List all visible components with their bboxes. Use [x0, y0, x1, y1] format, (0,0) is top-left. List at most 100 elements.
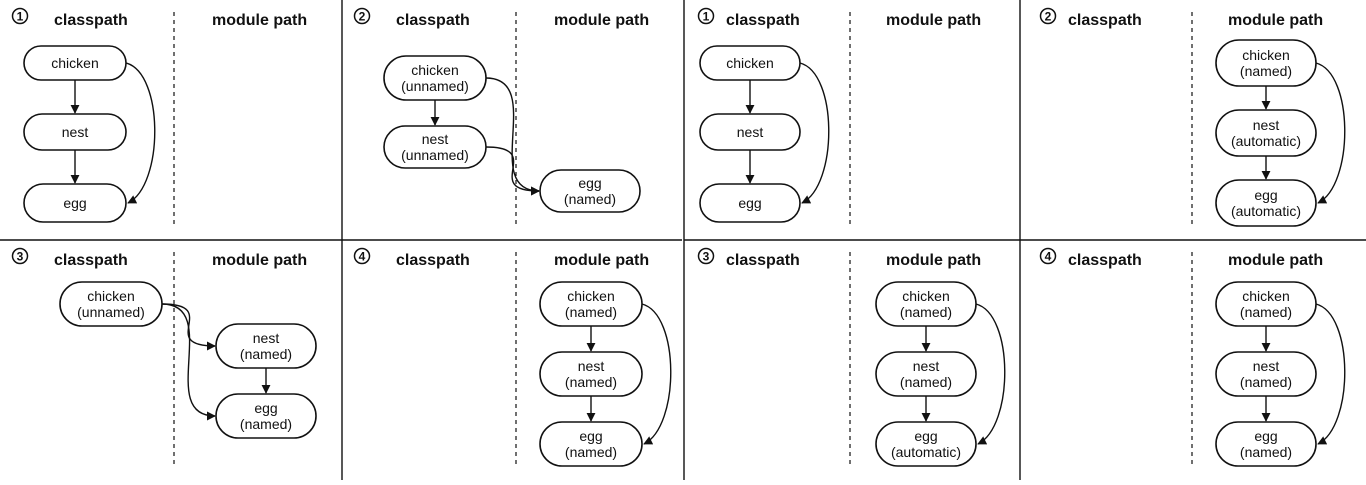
node-nest-box: [539, 351, 643, 397]
step-badge-circle: [11, 247, 29, 265]
node-nest-name: nest: [253, 330, 280, 346]
step-badge-label: 2: [1045, 10, 1052, 24]
node-egg: egg(automatic): [875, 421, 977, 467]
node-egg-name: egg: [578, 175, 601, 191]
node-nest-name: nest: [578, 358, 605, 374]
node-nest: nest(named): [1215, 351, 1317, 397]
node-chicken-kind: (named): [900, 304, 952, 320]
lane-header-classpath: classpath: [1068, 252, 1142, 269]
node-nest-kind: (unnamed): [401, 147, 469, 163]
node-chicken-name: chicken: [411, 62, 458, 78]
lane-header-classpath: classpath: [54, 252, 128, 269]
step-badge: 4: [1039, 247, 1057, 265]
node-chicken-box: [539, 281, 643, 327]
node-nest-box: [215, 323, 317, 369]
node-chicken-kind: (named): [1240, 304, 1292, 320]
lane-header-classpath: classpath: [54, 12, 128, 29]
node-nest-box: [23, 113, 127, 151]
step-badge-circle: [697, 247, 715, 265]
node-egg-box: [1215, 179, 1317, 227]
node-chicken-kind: (named): [565, 304, 617, 320]
edge-chicken-to-egg: [975, 303, 1006, 445]
node-chicken-box: [1215, 281, 1317, 327]
step-badge: 4: [353, 247, 371, 265]
node-egg-kind: (named): [240, 416, 292, 432]
node-chicken: chicken: [699, 45, 801, 81]
node-nest-box: [699, 113, 801, 151]
node-chicken-name: chicken: [87, 288, 134, 304]
edge-nest-to-egg: [485, 146, 540, 196]
node-chicken-name: chicken: [726, 55, 773, 71]
node-chicken-kind: (unnamed): [77, 304, 145, 320]
step-badge-circle: [697, 7, 715, 25]
node-chicken-box: [383, 55, 487, 101]
node-nest-box: [1215, 351, 1317, 397]
node-chicken-name: chicken: [902, 288, 949, 304]
node-nest: nest(automatic): [1215, 109, 1317, 157]
step-badge-label: 1: [703, 10, 710, 24]
node-nest-name: nest: [1253, 358, 1280, 374]
node-nest-box: [383, 125, 487, 169]
node-chicken: chicken(unnamed): [59, 281, 163, 327]
node-chicken-name: chicken: [1242, 47, 1289, 63]
node-egg-name: egg: [63, 195, 86, 211]
node-chicken-name: chicken: [51, 55, 98, 71]
edge-chicken-to-nest: [161, 303, 216, 351]
node-chicken: chicken(named): [1215, 281, 1317, 327]
panels-layer: 1 classpath module path chicken nest egg 2 clas…: [11, 7, 1346, 468]
node-chicken-name: chicken: [567, 288, 614, 304]
node-egg-kind: (automatic): [1231, 203, 1301, 219]
node-egg-box: [699, 183, 801, 223]
lane-header-module-path: module path: [886, 252, 981, 269]
node-egg-box: [539, 169, 641, 213]
node-chicken-box: [59, 281, 163, 327]
node-nest: nest: [699, 113, 801, 151]
step-badge: 1: [697, 7, 715, 25]
node-nest: nest: [23, 113, 127, 151]
lane-header-classpath: classpath: [1068, 12, 1142, 29]
node-chicken: chicken(unnamed): [383, 55, 487, 101]
edge-chicken-to-egg: [125, 62, 156, 204]
node-egg-name: egg: [914, 428, 937, 444]
node-nest: nest(named): [539, 351, 643, 397]
step-badge-label: 3: [703, 250, 710, 264]
lane-header-module-path: module path: [212, 12, 307, 29]
node-egg-box: [215, 393, 317, 439]
node-egg: egg(automatic): [1215, 179, 1317, 227]
lane-header-classpath: classpath: [726, 12, 800, 29]
edge-chicken-to-egg: [799, 62, 830, 204]
node-nest-name: nest: [1253, 117, 1280, 133]
node-nest-kind: (named): [240, 346, 292, 362]
node-chicken-box: [699, 45, 801, 81]
node-chicken-box: [875, 281, 977, 327]
node-nest: nest(named): [215, 323, 317, 369]
lane-header-module-path: module path: [212, 252, 307, 269]
step-badge: 2: [353, 7, 371, 25]
step-badge-circle: [353, 247, 371, 265]
step-badge-label: 4: [1045, 250, 1052, 264]
node-egg: egg(named): [539, 169, 641, 213]
node-egg-kind: (named): [564, 191, 616, 207]
node-egg-kind: (named): [565, 444, 617, 460]
node-nest-kind: (automatic): [1231, 133, 1301, 149]
node-chicken-box: [1215, 39, 1317, 87]
node-nest-kind: (named): [900, 374, 952, 390]
node-nest: nest(unnamed): [383, 125, 487, 169]
step-badge-label: 2: [359, 10, 366, 24]
lane-header-module-path: module path: [886, 12, 981, 29]
node-chicken: chicken(named): [539, 281, 643, 327]
node-chicken: chicken(named): [875, 281, 977, 327]
node-chicken-name: chicken: [1242, 288, 1289, 304]
step-badge-circle: [1039, 7, 1057, 25]
step-badge-circle: [11, 7, 29, 25]
lane-header-module-path: module path: [1228, 12, 1323, 29]
step-badge-label: 4: [359, 250, 366, 264]
